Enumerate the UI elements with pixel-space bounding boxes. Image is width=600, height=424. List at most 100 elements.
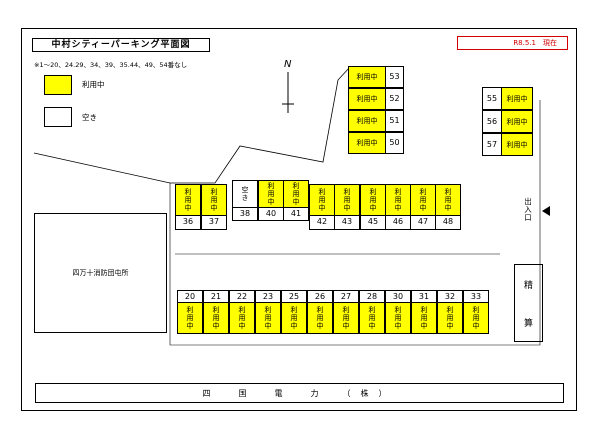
space-20-status: 利用中 <box>177 302 203 334</box>
space-22-status: 利用中 <box>229 302 255 334</box>
status-char: 中 <box>368 322 376 330</box>
space-56-number: 56 <box>482 110 502 133</box>
status-char: 用 <box>267 190 275 198</box>
status-char: 中 <box>343 204 351 212</box>
status-char: 用 <box>394 196 402 204</box>
status-char: 中 <box>212 322 220 330</box>
status-char: 利 <box>369 188 377 196</box>
status-char: 中 <box>316 322 324 330</box>
status-char: き <box>241 194 249 202</box>
space-31-status: 利用中 <box>411 302 437 334</box>
space-36-status: 利用中 <box>175 184 201 216</box>
status-char: 中 <box>238 322 246 330</box>
space-53-status: 利用中 <box>348 66 386 88</box>
space-43-status: 利用中 <box>334 184 360 216</box>
status-text: 利用中 <box>356 139 378 147</box>
status-char: 利 <box>264 306 272 314</box>
status-char: 利 <box>316 306 324 314</box>
status-char: 用 <box>292 190 300 198</box>
status-char: 中 <box>419 204 427 212</box>
space-30-status: 利用中 <box>385 302 411 334</box>
status-char: 用 <box>444 196 452 204</box>
status-char: 用 <box>420 314 428 322</box>
status-char: 用 <box>419 196 427 204</box>
entrance-arrow <box>542 206 550 216</box>
status-char: 中 <box>369 204 377 212</box>
space-33-status: 利用中 <box>463 302 489 334</box>
status-char: 中 <box>394 204 402 212</box>
status-char: 中 <box>184 204 192 212</box>
space-50-status: 利用中 <box>348 132 386 154</box>
map-title: 中村シティーパーキング平面図 <box>32 38 210 52</box>
space-45-status: 利用中 <box>360 184 386 216</box>
status-char: 利 <box>212 306 220 314</box>
space-28-status: 利用中 <box>359 302 385 334</box>
space-45-number: 45 <box>360 215 386 230</box>
status-char: 用 <box>210 196 218 204</box>
space-57-number: 57 <box>482 133 502 156</box>
status-text: 利用中 <box>506 94 528 103</box>
status-char: 利 <box>318 188 326 196</box>
building-label: 四万十消防団屯所 <box>72 269 129 277</box>
status-char: 用 <box>184 196 192 204</box>
status-char: 中 <box>342 322 350 330</box>
north-label: N <box>284 59 292 70</box>
space-40-number: 40 <box>258 207 284 221</box>
status-text: 利用中 <box>506 140 528 149</box>
status-char: 利 <box>290 306 298 314</box>
space-51-number: 51 <box>385 110 404 132</box>
status-char: 用 <box>316 314 324 322</box>
space-51-status: 利用中 <box>348 110 386 132</box>
status-char: 利 <box>368 306 376 314</box>
status-char: 空 <box>241 186 249 194</box>
space-37-number: 37 <box>201 215 227 230</box>
status-date: R8.5.1 現在 <box>457 36 568 50</box>
kiosk-label-1: 精 <box>523 280 533 291</box>
status-char: 用 <box>446 314 454 322</box>
status-char: 中 <box>446 322 454 330</box>
space-55-status: 利用中 <box>501 87 533 110</box>
space-42-number: 42 <box>309 215 335 230</box>
status-char: 利 <box>184 188 192 196</box>
space-50-number: 50 <box>385 132 404 154</box>
status-char: 用 <box>212 314 220 322</box>
legend-vacant-swatch <box>44 107 72 127</box>
status-char: 中 <box>292 198 300 206</box>
status-char: 利 <box>472 306 480 314</box>
status-char: 用 <box>368 314 376 322</box>
status-char: 利 <box>446 306 454 314</box>
space-47-number: 47 <box>410 215 436 230</box>
status-char: 用 <box>343 196 351 204</box>
space-38-status: 空き <box>232 180 258 208</box>
space-55-number: 55 <box>482 87 502 110</box>
space-41-number: 41 <box>283 207 309 221</box>
space-53-number: 53 <box>385 66 404 88</box>
space-32-status: 利用中 <box>437 302 463 334</box>
status-char: 用 <box>238 314 246 322</box>
kiosk-label-2: 算 <box>523 318 533 329</box>
status-text: 利用中 <box>356 95 378 103</box>
legend-occupied-swatch <box>44 75 72 95</box>
map-frame <box>21 28 577 411</box>
status-text: 利用中 <box>506 117 528 126</box>
status-char: 利 <box>238 306 246 314</box>
space-46-number: 46 <box>385 215 411 230</box>
space-41-status: 利用中 <box>283 180 309 208</box>
bottom-label: 四 国 電 力 （株） <box>202 388 397 398</box>
space-57-status: 利用中 <box>501 133 533 156</box>
status-char: 利 <box>444 188 452 196</box>
status-char: 中 <box>318 204 326 212</box>
space-52-number: 52 <box>385 88 404 110</box>
space-43-number: 43 <box>334 215 360 230</box>
status-char: 用 <box>342 314 350 322</box>
status-char: 中 <box>186 322 194 330</box>
space-47-status: 利用中 <box>410 184 436 216</box>
space-36-number: 36 <box>175 215 201 230</box>
status-char: 利 <box>267 182 275 190</box>
status-char: 中 <box>444 204 452 212</box>
status-char: 利 <box>419 188 427 196</box>
status-char: 用 <box>369 196 377 204</box>
space-48-status: 利用中 <box>435 184 461 216</box>
status-char: 用 <box>264 314 272 322</box>
